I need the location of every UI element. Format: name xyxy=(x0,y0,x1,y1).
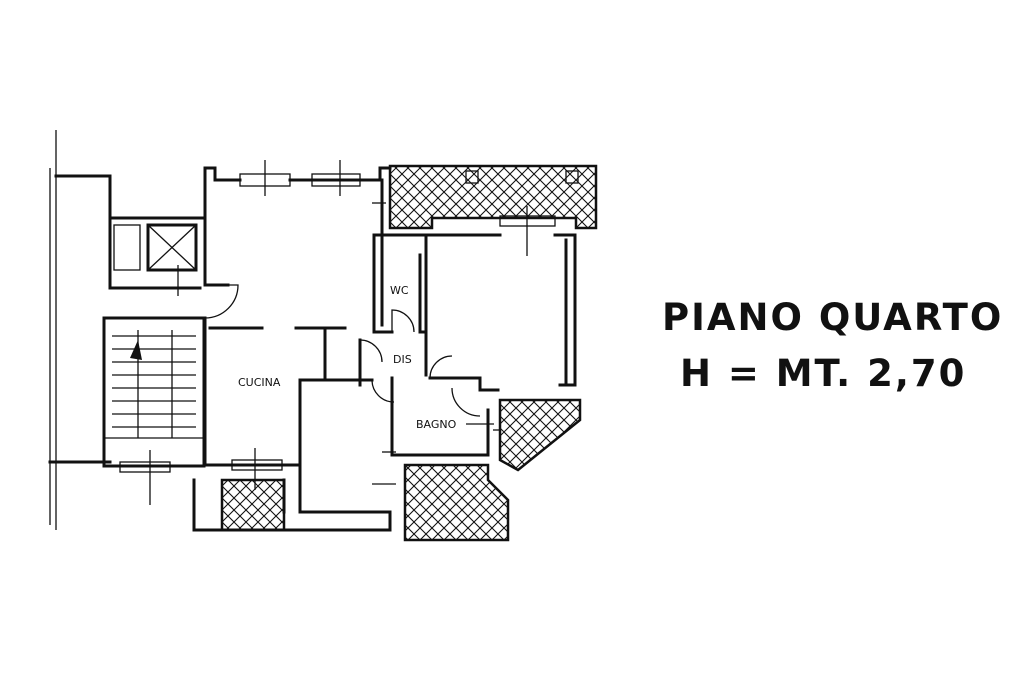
room-label-dis: DIS xyxy=(393,353,412,366)
walls xyxy=(192,166,577,532)
left-boundary xyxy=(48,130,112,530)
elevator-shaft xyxy=(108,166,217,290)
door-swings xyxy=(204,284,481,417)
balcony-top xyxy=(388,164,598,230)
ceiling-height: H = MT. 2,70 xyxy=(680,352,967,395)
room-label-cucina: CUCINA xyxy=(238,376,281,389)
room-label-wc: WC xyxy=(390,284,409,297)
balcony-bottom xyxy=(403,463,510,542)
floor-title: PIANO QUARTO xyxy=(662,296,1004,339)
balcony-cucina xyxy=(220,478,286,532)
staircase xyxy=(102,316,206,468)
balcony-bagno xyxy=(498,398,582,472)
balconies xyxy=(220,164,598,542)
room-label-bagno: BAGNO xyxy=(416,418,457,431)
